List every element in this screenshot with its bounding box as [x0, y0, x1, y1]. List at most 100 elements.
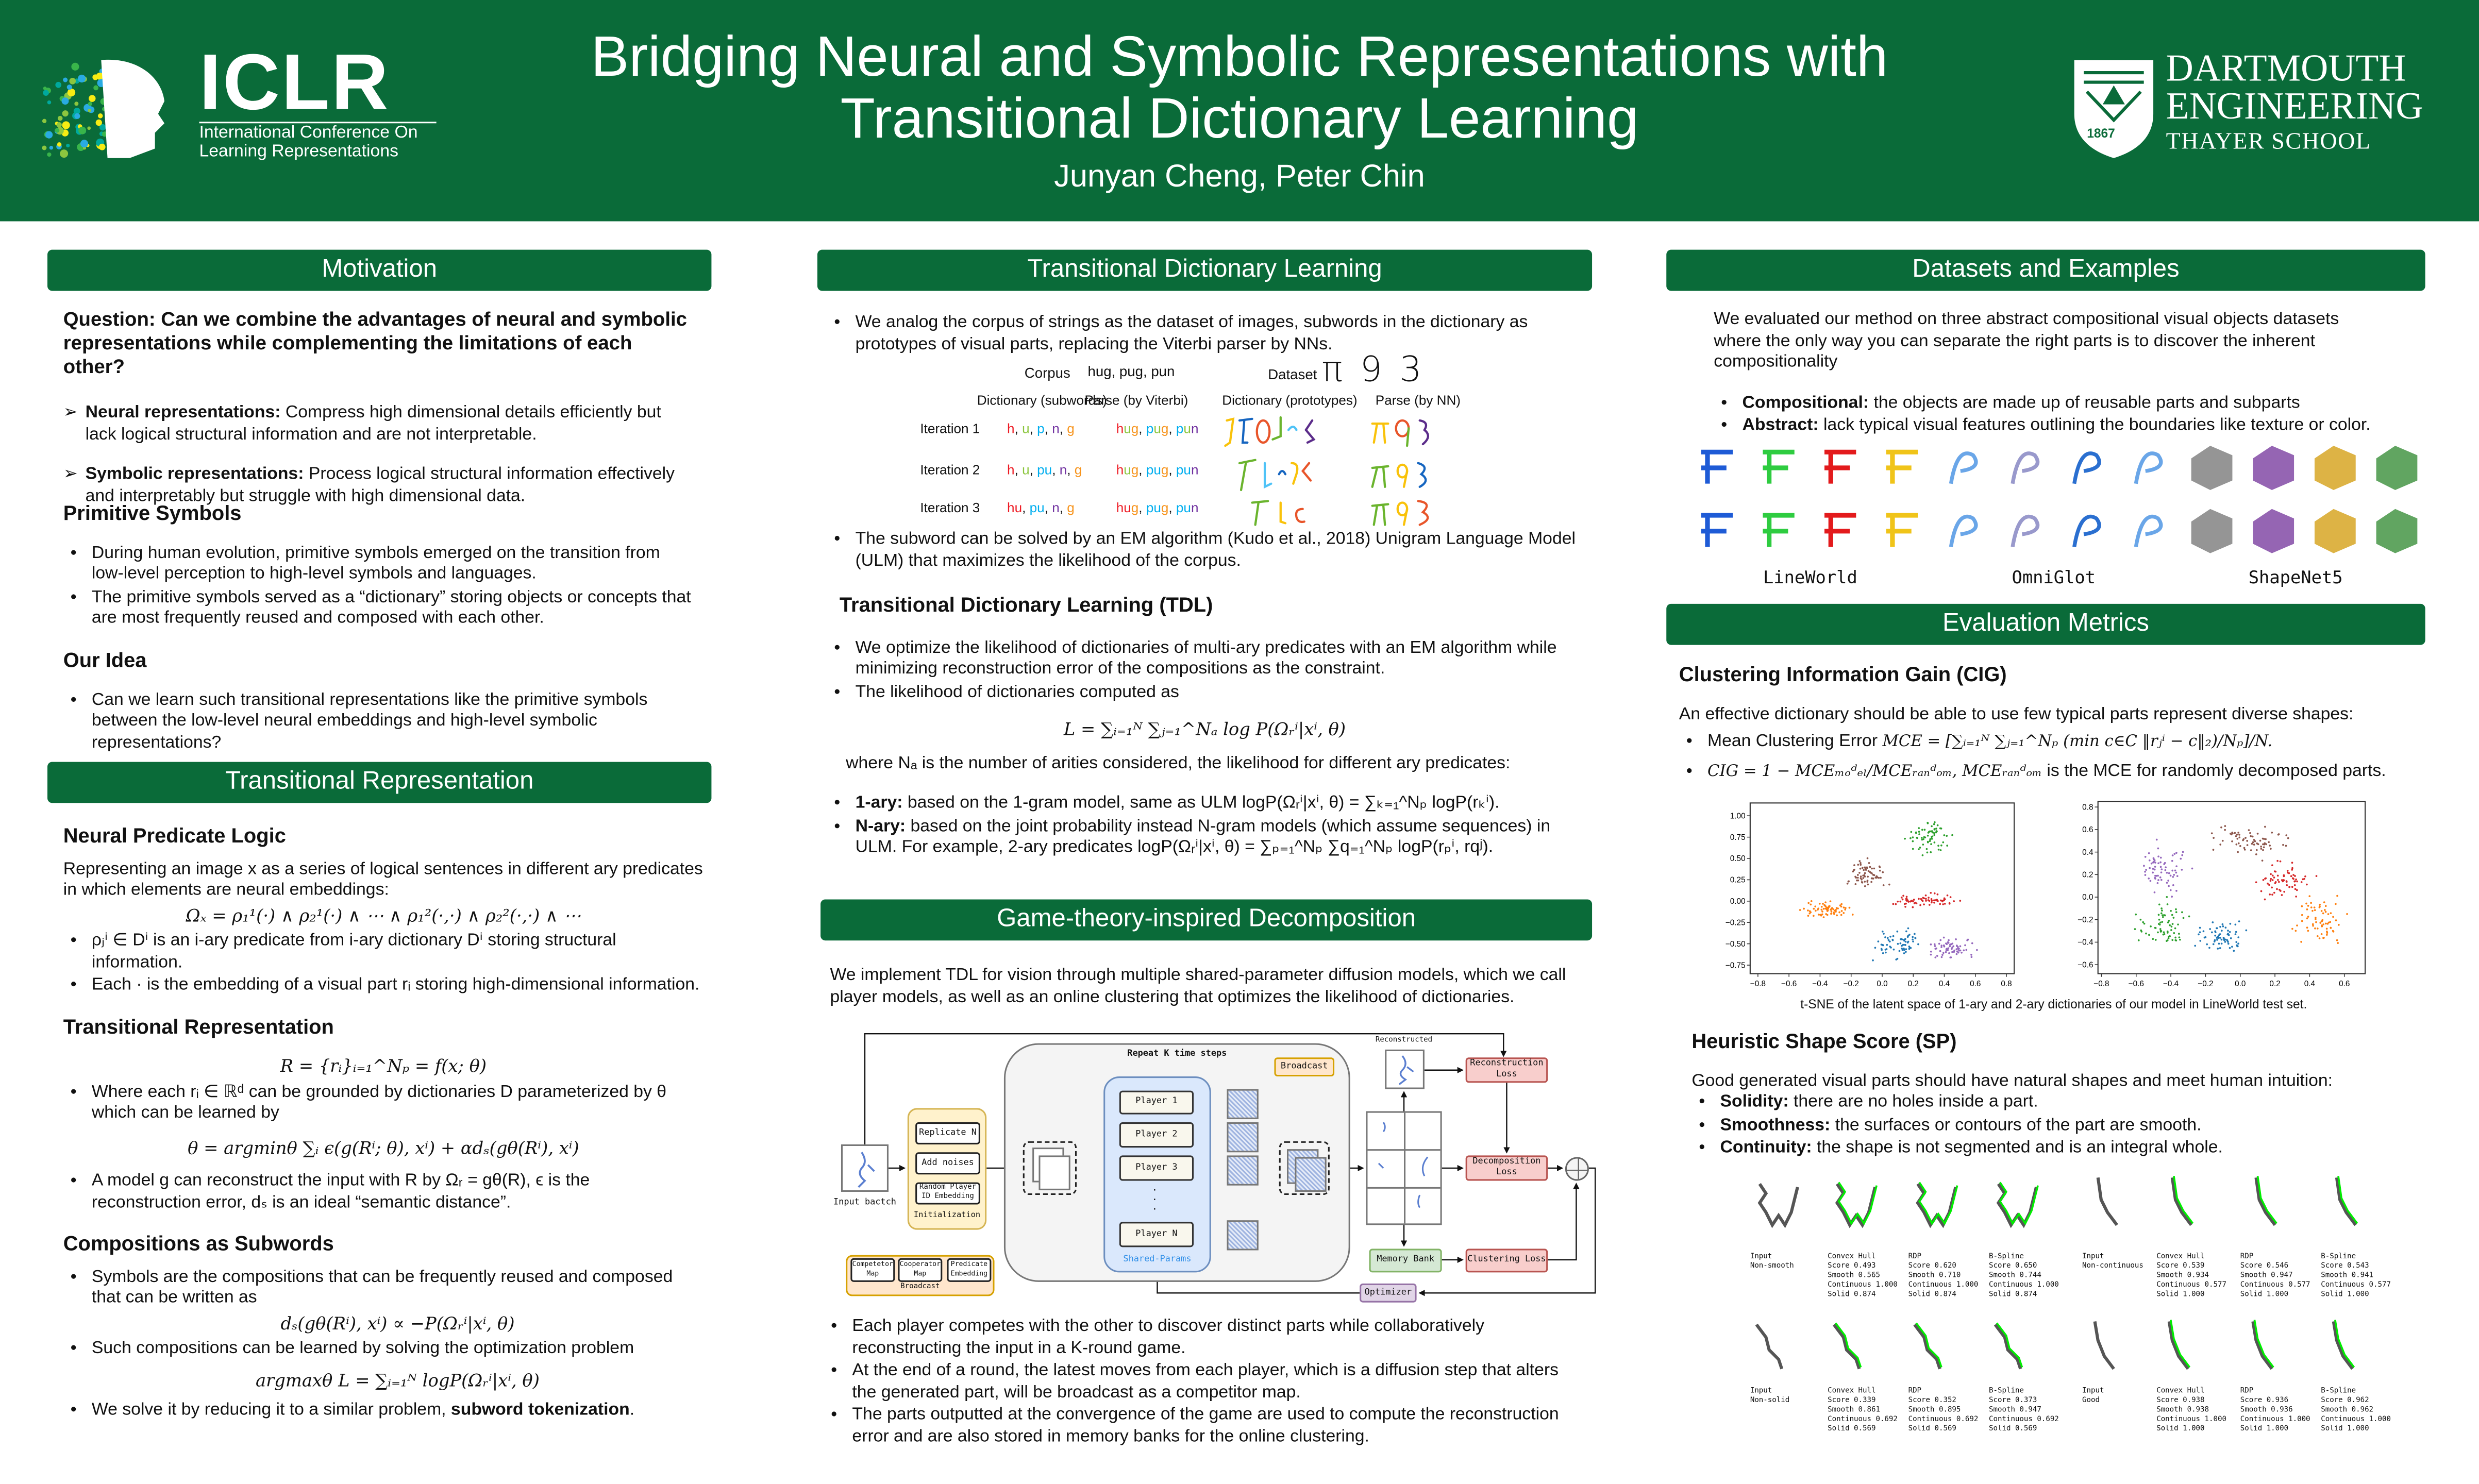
- token: g: [1131, 499, 1139, 516]
- iteration-1-prototypes: [1224, 416, 1429, 447]
- scatter-point: [1857, 879, 1860, 882]
- scatter-point: [2270, 848, 2272, 850]
- scatter-point: [2306, 883, 2308, 886]
- scatter-point: [2148, 877, 2150, 880]
- scatter-point: [2274, 881, 2277, 883]
- repeat-label: Repeat K time steps: [1127, 1049, 1227, 1059]
- scatter-point: [2256, 833, 2259, 835]
- scatter-point: [1928, 897, 1930, 899]
- scatter-point: [1840, 903, 1843, 905]
- dataset-example-tile: [2376, 509, 2418, 553]
- scatter-point: [2329, 921, 2332, 923]
- dataset-example-tile: [1763, 449, 1795, 484]
- scatter-point: [2237, 851, 2239, 853]
- bullet: CIG = 1 − MCEₘₒᵈₑₗ/MCEᵣₐₙᵈₒₘ, MCEᵣₐₙᵈₒₘ …: [1707, 761, 2425, 782]
- separator: ,: [1138, 420, 1146, 436]
- scatter-point: [2264, 842, 2266, 845]
- scatter-point: [1882, 884, 1885, 886]
- init-item: Replicate N: [915, 1122, 980, 1144]
- scatter-point: [2153, 891, 2156, 893]
- separator: ,: [1052, 461, 1060, 478]
- scatter-point: [1921, 899, 1923, 902]
- logo-dot: [62, 110, 69, 117]
- scatter-point: [2181, 869, 2183, 871]
- scatter-point: [1971, 942, 1973, 945]
- iclr-logo-text: ICLR: [199, 38, 390, 127]
- scatter-point: [1854, 883, 1857, 885]
- scatter-point: [2322, 912, 2324, 915]
- scatter-point: [1857, 864, 1860, 866]
- scatter-point: [1820, 905, 1823, 908]
- formula: dₛ(gθ(Rⁱ), xⁱ) ∝ −P(Ωᵣⁱ|xⁱ, θ): [280, 1312, 515, 1334]
- scatter-point: [2292, 874, 2294, 876]
- scatter-point: [2199, 926, 2201, 929]
- scatter-point: [1873, 867, 1875, 870]
- token: pu: [1146, 461, 1161, 478]
- scatter-point: [1860, 877, 1862, 880]
- scatter-point: [1959, 945, 1962, 948]
- scatter-point: [1939, 903, 1941, 905]
- poster-authors: Junyan Cheng, Peter Chin: [1054, 159, 1425, 195]
- scatter-point: [1810, 903, 1812, 906]
- dataset-example-tile: [2072, 514, 2101, 547]
- scatter-point: [2336, 895, 2338, 897]
- scatter-point: [1912, 938, 1914, 941]
- bullet-text: based on the joint probability instead N…: [855, 816, 1551, 857]
- scatter-point: [2213, 837, 2215, 839]
- scatter-point: [2210, 832, 2213, 835]
- scatter-point: [1876, 876, 1879, 879]
- scatter-point: [2290, 875, 2292, 878]
- scatter-point: [2209, 928, 2212, 930]
- scatter-point: [2188, 915, 2190, 918]
- scatter-point: [2264, 898, 2266, 901]
- scatter-point: [2149, 880, 2152, 882]
- poster-header: ICLR International Conference On Learnin…: [0, 0, 2479, 222]
- token: g: [1161, 461, 1169, 478]
- scatter-point: [1901, 945, 1903, 947]
- scatter-point: [2335, 903, 2337, 905]
- scatter-point: [2335, 919, 2337, 921]
- dataset-example-tile: [1701, 449, 1733, 484]
- scatter-point: [2283, 890, 2285, 893]
- scatter-point: [1912, 906, 1914, 908]
- scatter-point: [2149, 867, 2151, 869]
- scatter-point: [2212, 921, 2214, 923]
- scatter-point: [2255, 849, 2258, 851]
- scatter-point: [2176, 875, 2179, 878]
- scatter-point: [2175, 908, 2177, 910]
- x-tick-label: −0.8: [2093, 980, 2109, 988]
- scatter-point: [1870, 881, 1872, 883]
- scatter-point: [1924, 894, 1927, 897]
- scatter-point: [1904, 943, 1906, 946]
- scatter-point: [2143, 922, 2146, 925]
- init-item: Random Player ID Embedding: [915, 1182, 980, 1205]
- scatter-point: [2293, 884, 2296, 886]
- y-tick-label: 1.00: [1730, 812, 1746, 820]
- scatter-point: [2269, 845, 2271, 847]
- scatter-point: [1799, 909, 1801, 911]
- scatter-point: [1903, 949, 1905, 951]
- optimizer-box: Optimizer: [1360, 1283, 1417, 1303]
- scatter-point: [2142, 921, 2145, 923]
- scatter-point: [2155, 874, 2157, 877]
- token: n: [1052, 499, 1060, 516]
- scatter-point: [1902, 895, 1904, 897]
- scatter-point: [2173, 932, 2175, 934]
- logo-dot: [88, 109, 91, 112]
- scatter-point: [2148, 934, 2150, 936]
- scatter-point: [1919, 847, 1921, 849]
- iteration-parse: hug, pug, pun: [1116, 420, 1199, 436]
- logo-dot: [69, 78, 76, 85]
- player-box: Player 2: [1119, 1122, 1194, 1148]
- scatter-point: [1940, 945, 1943, 947]
- scatter-point: [2269, 893, 2271, 896]
- scatter-point: [1817, 914, 1820, 916]
- token: h: [1007, 420, 1015, 436]
- scatter-point: [2242, 839, 2244, 841]
- bullet: Each player competes with the other to d…: [852, 1317, 1587, 1359]
- poster-title-line-1: Bridging Neural and Symbolic Representat…: [591, 24, 1888, 89]
- ellipsis-dots: ···: [1152, 1182, 1157, 1216]
- scatter-point: [1955, 953, 1958, 955]
- scatter-point: [2157, 862, 2159, 865]
- scatter-point: [2227, 942, 2230, 945]
